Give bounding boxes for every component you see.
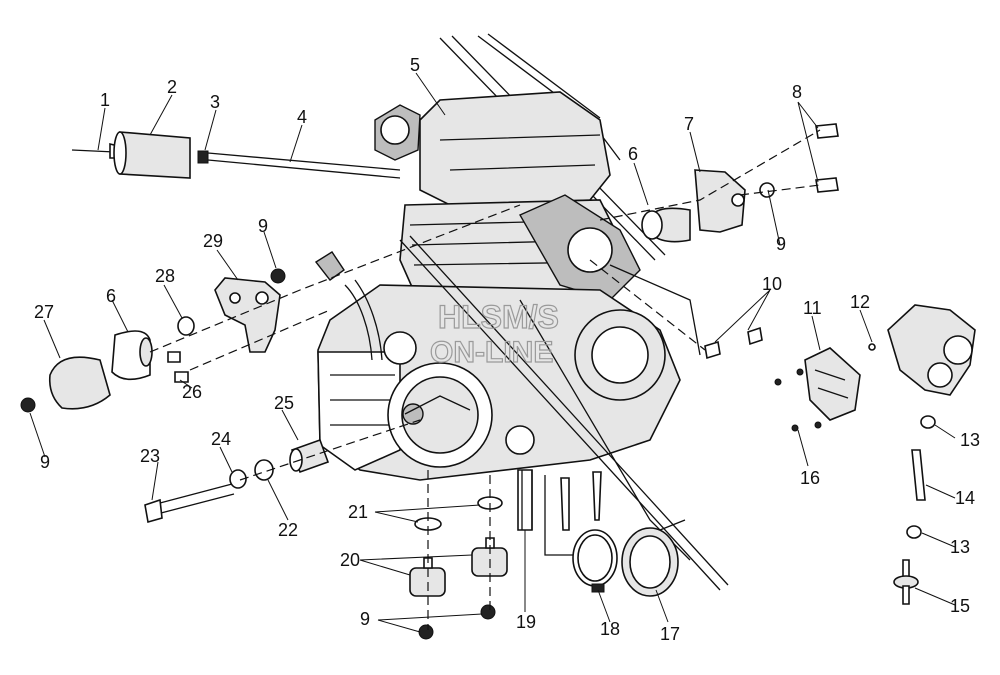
callout-27: 27 — [34, 302, 54, 322]
callout-6-left: 6 — [106, 286, 116, 306]
callout-14: 14 — [955, 488, 975, 508]
leader-lines — [29, 72, 956, 633]
callout-16: 16 — [800, 468, 820, 488]
callout-15: 15 — [950, 596, 970, 616]
callout-10: 10 — [762, 274, 782, 294]
engine-assembly — [314, 33, 729, 591]
callout-13-top: 13 — [960, 430, 980, 450]
callout-5: 5 — [410, 55, 420, 75]
callout-3: 3 — [210, 92, 220, 112]
callout-21: 21 — [348, 502, 368, 522]
callout-2: 2 — [167, 77, 177, 97]
lower-left-mount-parts — [144, 419, 421, 524]
callout-1: 1 — [100, 90, 110, 110]
callout-numbers: 1 2 3 4 5 6 6 7 8 9 9 9 9 10 11 12 13 13… — [34, 55, 980, 644]
carburetor-parts — [774, 304, 976, 605]
callout-26: 26 — [182, 382, 202, 402]
intake-clamp-parts — [544, 471, 686, 597]
left-mount-parts — [20, 204, 521, 413]
callout-12: 12 — [850, 292, 870, 312]
callout-23: 23 — [140, 446, 160, 466]
callout-17: 17 — [660, 624, 680, 644]
watermark-line2: ON-LINE — [430, 336, 553, 369]
callout-28: 28 — [155, 266, 175, 286]
callout-4: 4 — [297, 107, 307, 127]
callout-29: 29 — [203, 231, 223, 251]
bottom-mount-parts — [409, 470, 533, 640]
callout-9-right: 9 — [776, 234, 786, 254]
callout-24: 24 — [211, 429, 231, 449]
callout-19: 19 — [516, 612, 536, 632]
callout-9-left: 9 — [40, 452, 50, 472]
callout-18: 18 — [600, 619, 620, 639]
exhaust-rod-assembly — [71, 131, 401, 179]
right-mount-parts — [589, 123, 839, 360]
callout-6-right: 6 — [628, 144, 638, 164]
callout-11: 11 — [803, 298, 822, 318]
callout-22: 22 — [278, 520, 298, 540]
callout-9-top: 9 — [258, 216, 268, 236]
callout-7: 7 — [684, 114, 694, 134]
callout-13-bottom: 13 — [950, 537, 970, 557]
callout-8: 8 — [792, 82, 802, 102]
watermark-line1: HLSM/S — [438, 299, 559, 335]
callout-9-bottom: 9 — [360, 609, 370, 629]
callout-25: 25 — [274, 393, 294, 413]
watermark: HLSM/S ON-LINE — [429, 298, 559, 369]
callout-20: 20 — [340, 550, 360, 570]
